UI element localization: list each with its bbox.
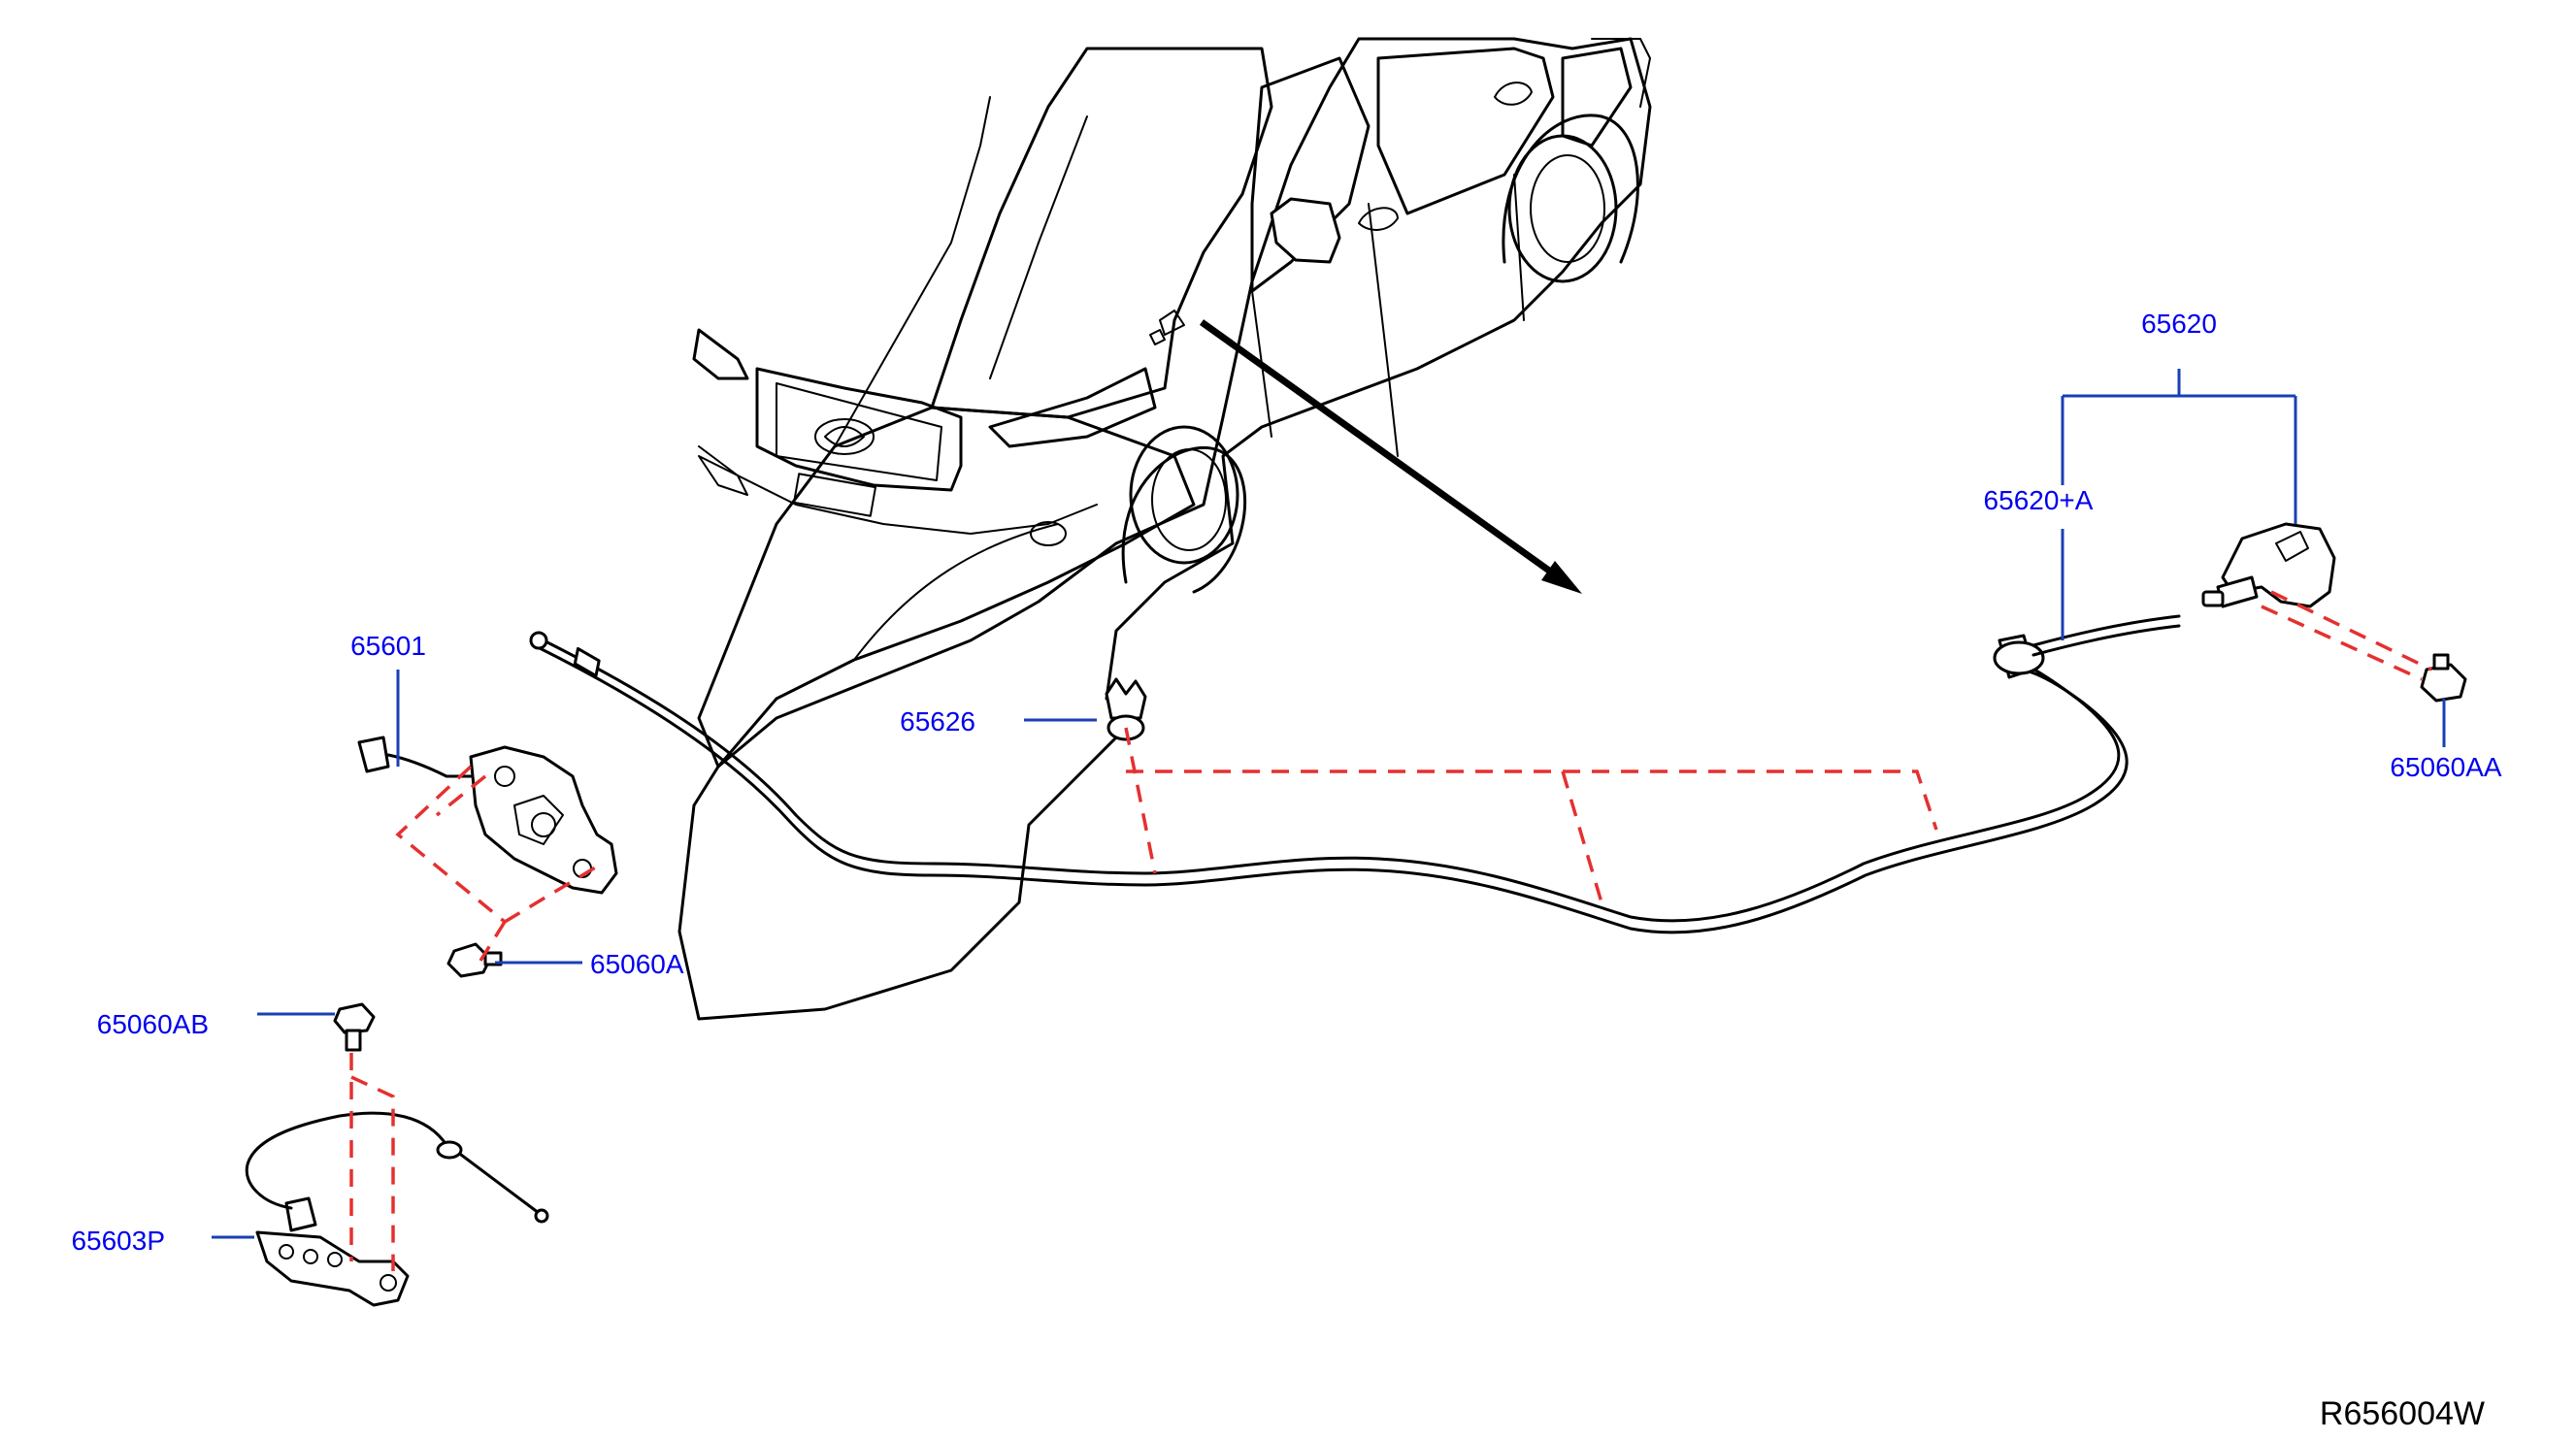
label-65620: 65620	[2141, 309, 2217, 339]
secondary-latch-assembly	[245, 1111, 549, 1307]
label-65060a: 65060A	[590, 949, 684, 979]
hood-release-cable	[529, 614, 2181, 934]
assembly-guide-lines	[349, 590, 2432, 1271]
hood-release-handle	[2201, 522, 2336, 608]
cable-clip	[1105, 677, 1147, 741]
label-65601: 65601	[350, 631, 426, 661]
bolt-65060AA	[2420, 653, 2467, 703]
label-65620-a: 65620+A	[1984, 485, 2094, 515]
label-65603p: 65603P	[71, 1226, 165, 1256]
detail-arrow	[1199, 319, 1582, 594]
label-65626: 65626	[900, 706, 975, 736]
bolt-65060A	[446, 942, 503, 978]
label-65060aa: 65060AA	[2390, 752, 2502, 782]
bolt-65060AB	[333, 1002, 376, 1052]
callout-leaders	[212, 369, 2446, 1239]
label-65060ab: 65060AB	[97, 1009, 209, 1039]
diagram-code: R656004W	[2320, 1395, 2485, 1432]
